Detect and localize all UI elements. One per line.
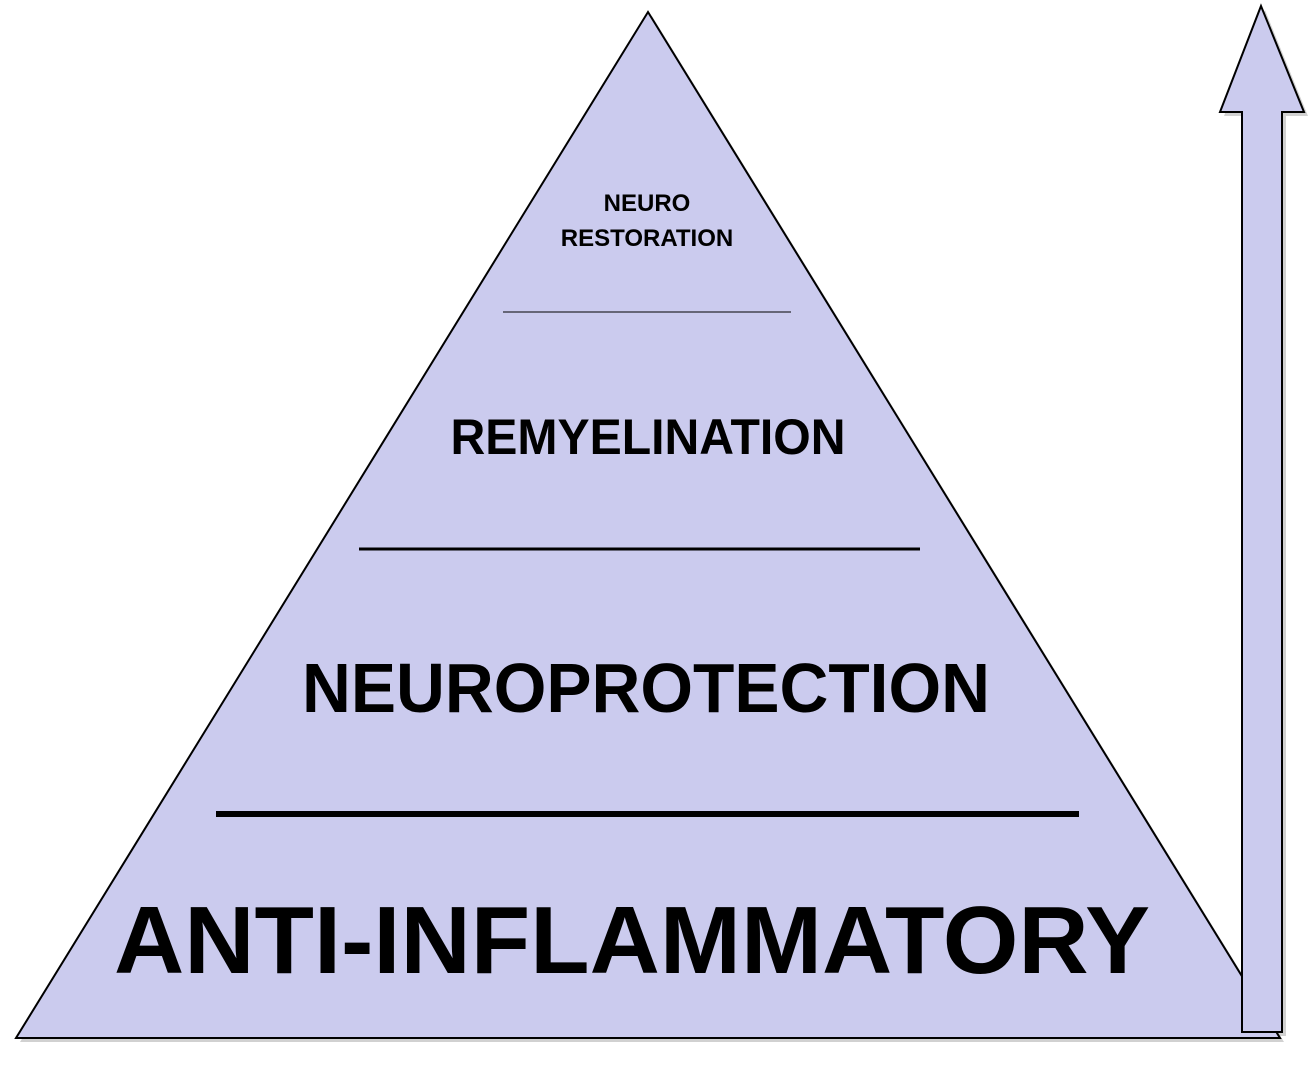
tier-label-neuroprotection: NEUROPROTECTION [302,649,990,727]
upward-arrow [1218,3,1306,1033]
pyramid-triangle [14,10,1282,1039]
tier-label-restoration: RESTORATION [561,225,733,252]
tier-label-anti-inflammatory: ANTI-INFLAMMATORY [114,887,1150,994]
tier-label-remyelination: REMYELINATION [451,409,846,465]
tier-label-neuro: NEURO [604,190,691,217]
